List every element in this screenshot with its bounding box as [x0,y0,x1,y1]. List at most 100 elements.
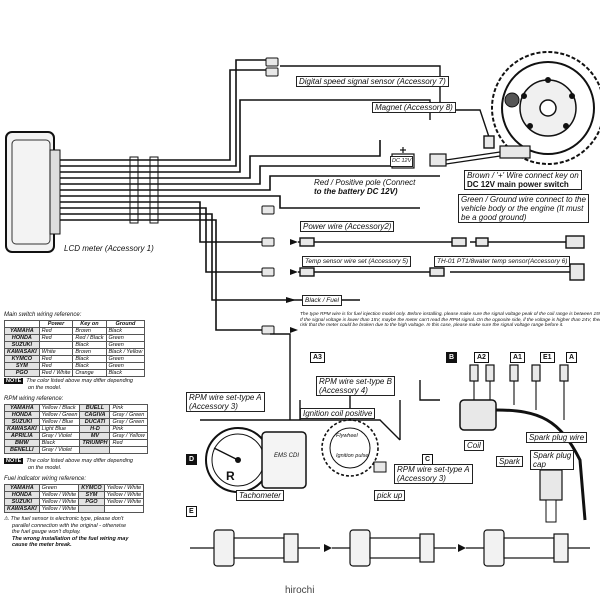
rpm-set-a2-label: RPM wire set-type A (Accessory 3) [394,464,473,484]
brand-cell: HONDA [4,334,40,342]
coil-label: Coil [464,440,484,451]
green-wire-note: Green / Ground wire connect to the vehic… [458,194,589,223]
sprocket [491,51,600,165]
black-fuel-label: Black / Fuel [302,295,342,306]
color-cell: Yellow / Green [38,411,81,419]
brand-cell: SYM [78,491,105,499]
color-cell: Yellow / White [103,491,145,499]
color-cell: Yellow / White [103,498,145,506]
color-cell: Green [105,341,146,349]
rpm-wiring-note-line-2: on the model. [28,464,62,471]
green-wire-line-3: be a good ground) [461,213,527,222]
spark-plug-wire-label: Spark plug wire [526,432,588,443]
color-cell: Black [105,369,146,377]
battery-label: DC 12V [390,156,414,167]
brand-cell [79,446,111,454]
watermark: hirochi [285,585,315,596]
color-cell: Black [105,327,146,335]
rpm-set-b-line-2: (Accessory 4) [319,386,368,395]
color-cell: Green [105,355,146,363]
fuel-warn-line-1: The fuel sensor is electronic type, plea… [10,516,124,522]
color-cell: Yellow / Blue [38,418,81,426]
brand-cell: APRILIA [4,432,40,440]
brand-cell: MV [79,432,111,440]
brand-cell: KAWASAKI [4,348,40,356]
red-wire-line-1: Red / Positive pole (Connect [314,178,416,187]
brand-cell: SUZUKI [4,341,40,349]
color-cell: Black / Yellow [105,348,146,356]
ems-cdi-label: EMS CDI [274,453,300,459]
main-switch-header-0 [4,320,40,328]
brown-wire-note: Brown / '+' Wire connect key on DC 12V m… [464,170,582,190]
brand-cell: HONDA [4,491,40,499]
color-cell: Red / White [38,369,74,377]
flywheel-label: Flywheel [336,433,358,439]
color-cell: White [38,348,74,356]
color-cell [38,341,74,349]
fuel-warn-line-2: parallel connection with the original - … [12,522,127,529]
fuel-warn-line-3: the fuel gauge won't display. [12,529,81,535]
color-cell: Red / Black [72,334,107,342]
tag-a3: A3 [310,352,325,363]
pick-up-label: pick up [374,490,406,501]
color-cell: Yellow / White [38,491,80,499]
color-cell: Brown [72,348,107,356]
brand-cell: YAMAHA [4,484,40,492]
fuel-warn-line-4: The wrong installation of the fuel wirin… [12,535,129,542]
brand-cell: YAMAHA [4,327,40,335]
color-cell: Orange [72,369,107,377]
color-cell: Gray / Violet [38,446,81,454]
lcd-meter-label: LCD meter (Accessory 1) [64,244,154,253]
color-cell: Black [72,362,107,370]
color-cell: Black [38,439,81,447]
brand-cell: KYMCO [78,484,105,492]
brand-cell: YAMAHA [4,404,40,412]
tag-d: D [186,454,198,465]
connectors [261,57,279,335]
spark-label: Spark [496,456,523,467]
brand-cell [78,505,105,513]
brand-cell: PGO [78,498,105,506]
brand-cell: CAGIVA [79,411,111,419]
magnet-label: Magnet (Accessory 8) [372,102,456,113]
main-switch-header-ground: Ground [105,320,146,328]
rpm-set-b-label: RPM wire set-type B (Accessory 4) [316,376,395,396]
brown-wire-line-2: DC 12V main power switch [467,180,569,189]
color-cell: Red [109,439,148,447]
rpm-set-a-line-2: (Accessory 3) [189,402,238,411]
rpm-set-b-line-1: RPM wire set-type B [319,377,392,386]
power-wire-label: Power wire (Accessory2) [300,221,395,232]
color-cell: Yellow / Black [38,404,81,412]
brand-cell: SUZUKI [4,498,40,506]
brand-cell: TRIUMPH [79,439,111,447]
temp-sensor-label: TH-01 PT1/8water temp sensor(Accessory 6… [434,256,571,267]
rpm-wiring-note-line-1: The color listed above may differ depend… [26,458,133,464]
tag-b: B [446,352,458,363]
harness-bundle [60,59,440,331]
spark-plug-cap-line-1: Spark plug [533,451,572,460]
fuel-indicator-title: Fuel indicator wiring reference: [4,476,87,482]
ignition-coil [459,399,587,523]
brand-cell: HONDA [4,411,40,419]
tag-a2: A2 [474,352,489,363]
tag-e: E [186,506,197,517]
rpm-set-a2-line-1: RPM wire set-type A [397,465,470,474]
green-wire-line-1: Green / Ground wire connect to the [461,195,586,204]
